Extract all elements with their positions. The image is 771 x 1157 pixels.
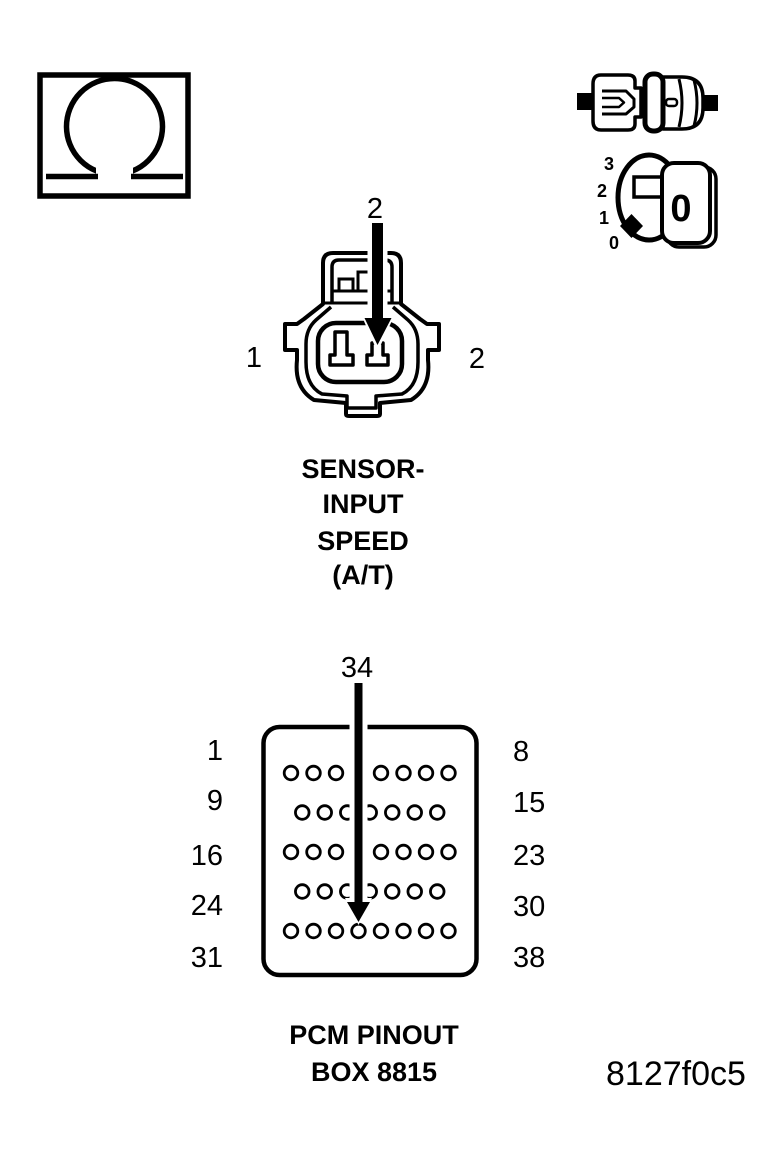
- ignition-position-0: 0: [609, 233, 619, 253]
- pcm-caption: PCM PINOUT BOX 8815: [289, 1020, 459, 1087]
- pcm-row4-start-label: 24: [191, 890, 223, 922]
- sensor-caption: SENSOR- INPUT SPEED (A/T): [301, 454, 424, 590]
- sensor-connector-drawing: 2 1 2: [246, 193, 485, 418]
- pcm-pin: [372, 843, 390, 861]
- figure-code: 8127f0c5: [606, 1055, 746, 1093]
- pcm-pin: [294, 883, 311, 900]
- pcm-pin: [327, 764, 345, 782]
- pcm-pin: [395, 922, 412, 940]
- pcm-pin: [282, 764, 300, 782]
- pcm-row5-start-label: 31: [191, 942, 223, 974]
- pcm-pin: [372, 764, 390, 782]
- terminal-pin-1: [328, 330, 355, 367]
- pcm-pin: [327, 922, 345, 940]
- sensor-caption-line-1: SENSOR-: [301, 454, 424, 484]
- pcm-pin: [294, 804, 311, 821]
- pcm-pin: [316, 883, 333, 900]
- female-lock-slot: [664, 97, 679, 108]
- ignition-key-position-icon: 0 3 2 1 0: [597, 152, 718, 253]
- ohm-gap: [96, 166, 133, 186]
- sensor-caption-line-3: SPEED: [317, 526, 409, 556]
- pcm-pin: [282, 922, 300, 940]
- terminal-slot: [602, 96, 626, 109]
- position-marker-diamond: [620, 214, 643, 238]
- pcm-pin: [350, 922, 367, 940]
- terminal-cavity: [315, 320, 405, 385]
- pcm-pin: [417, 843, 435, 861]
- ohm-meter-box: [37, 72, 191, 199]
- pcm-pin: [384, 883, 401, 900]
- sensor-caption-line-4: (A/T): [332, 560, 393, 590]
- pcm-pinout-drawing: 34 1 9 16 24 31 8 15 23 30 38: [191, 652, 545, 978]
- sensor-pin-label-left: 1: [246, 342, 262, 374]
- left-wire-stub: [577, 93, 594, 110]
- ohm-icon: [46, 75, 183, 186]
- key-head: [660, 161, 712, 245]
- pcm-pin: [282, 843, 300, 861]
- pcm-row3-end-label: 23: [513, 840, 545, 872]
- lock-tab-small: [337, 277, 355, 293]
- pcm-row4-end-label: 30: [513, 891, 545, 923]
- pcm-pin: [440, 843, 457, 861]
- pcm-row2-end-label: 15: [513, 787, 545, 819]
- ohm-circle: [63, 75, 166, 178]
- connector-inner-shell: [304, 305, 420, 410]
- pcm-pin: [417, 922, 435, 940]
- female-body-seam: [677, 78, 684, 128]
- pcm-row1-end-label: 8: [513, 736, 529, 768]
- female-body-edge: [692, 79, 699, 127]
- key-face-label: 0: [670, 188, 691, 230]
- terminal-pin-2: [365, 341, 390, 367]
- pcm-row2-start-label: 9: [207, 785, 223, 817]
- ignition-position-3: 3: [604, 154, 614, 174]
- latch-neck-inner: [330, 258, 394, 304]
- pcm-caption-line-2: BOX 8815: [311, 1057, 437, 1087]
- sensor-caption-line-2: INPUT: [323, 489, 405, 519]
- connector-pair-icon: [577, 71, 718, 134]
- ignition-position-1: 1: [599, 208, 609, 228]
- pcm-pin: [417, 764, 435, 782]
- pcm-pin: [395, 764, 412, 782]
- pcm-pin: [316, 804, 333, 821]
- pcm-row5-end-label: 38: [513, 942, 545, 974]
- ignition-position-2: 2: [597, 181, 607, 201]
- pcm-box: [261, 724, 479, 978]
- pcm-arrowhead: [347, 902, 370, 922]
- sensor-pin-label-right: 2: [469, 343, 485, 375]
- pcm-pin: [395, 843, 412, 861]
- pcm-row3-start-label: 16: [191, 840, 223, 872]
- pcm-pin: [429, 883, 446, 900]
- pcm-pin: [440, 764, 457, 782]
- pcm-pin: [327, 843, 345, 861]
- pcm-caption-line-1: PCM PINOUT: [289, 1020, 459, 1050]
- pcm-pin: [372, 922, 390, 940]
- pcm-pin: [406, 883, 423, 900]
- ohm-box-frame: [37, 72, 191, 199]
- pcm-pin: [305, 764, 322, 782]
- pcm-pin: [384, 804, 401, 821]
- pcm-pin: [305, 922, 322, 940]
- terminal-blade: [602, 89, 636, 116]
- pcm-pin: [440, 922, 457, 940]
- pcm-pin: [406, 804, 423, 821]
- sensor-probe-pin-label: 2: [367, 193, 383, 225]
- pcm-row1-start-label: 1: [207, 735, 223, 767]
- right-wire-stub: [702, 95, 718, 111]
- pcm-pin: [429, 804, 446, 821]
- pcm-probe-pin-label: 34: [341, 652, 373, 684]
- female-connector-rim: [642, 71, 666, 134]
- sensor-arrowhead: [364, 318, 392, 345]
- pcm-pin: [305, 843, 322, 861]
